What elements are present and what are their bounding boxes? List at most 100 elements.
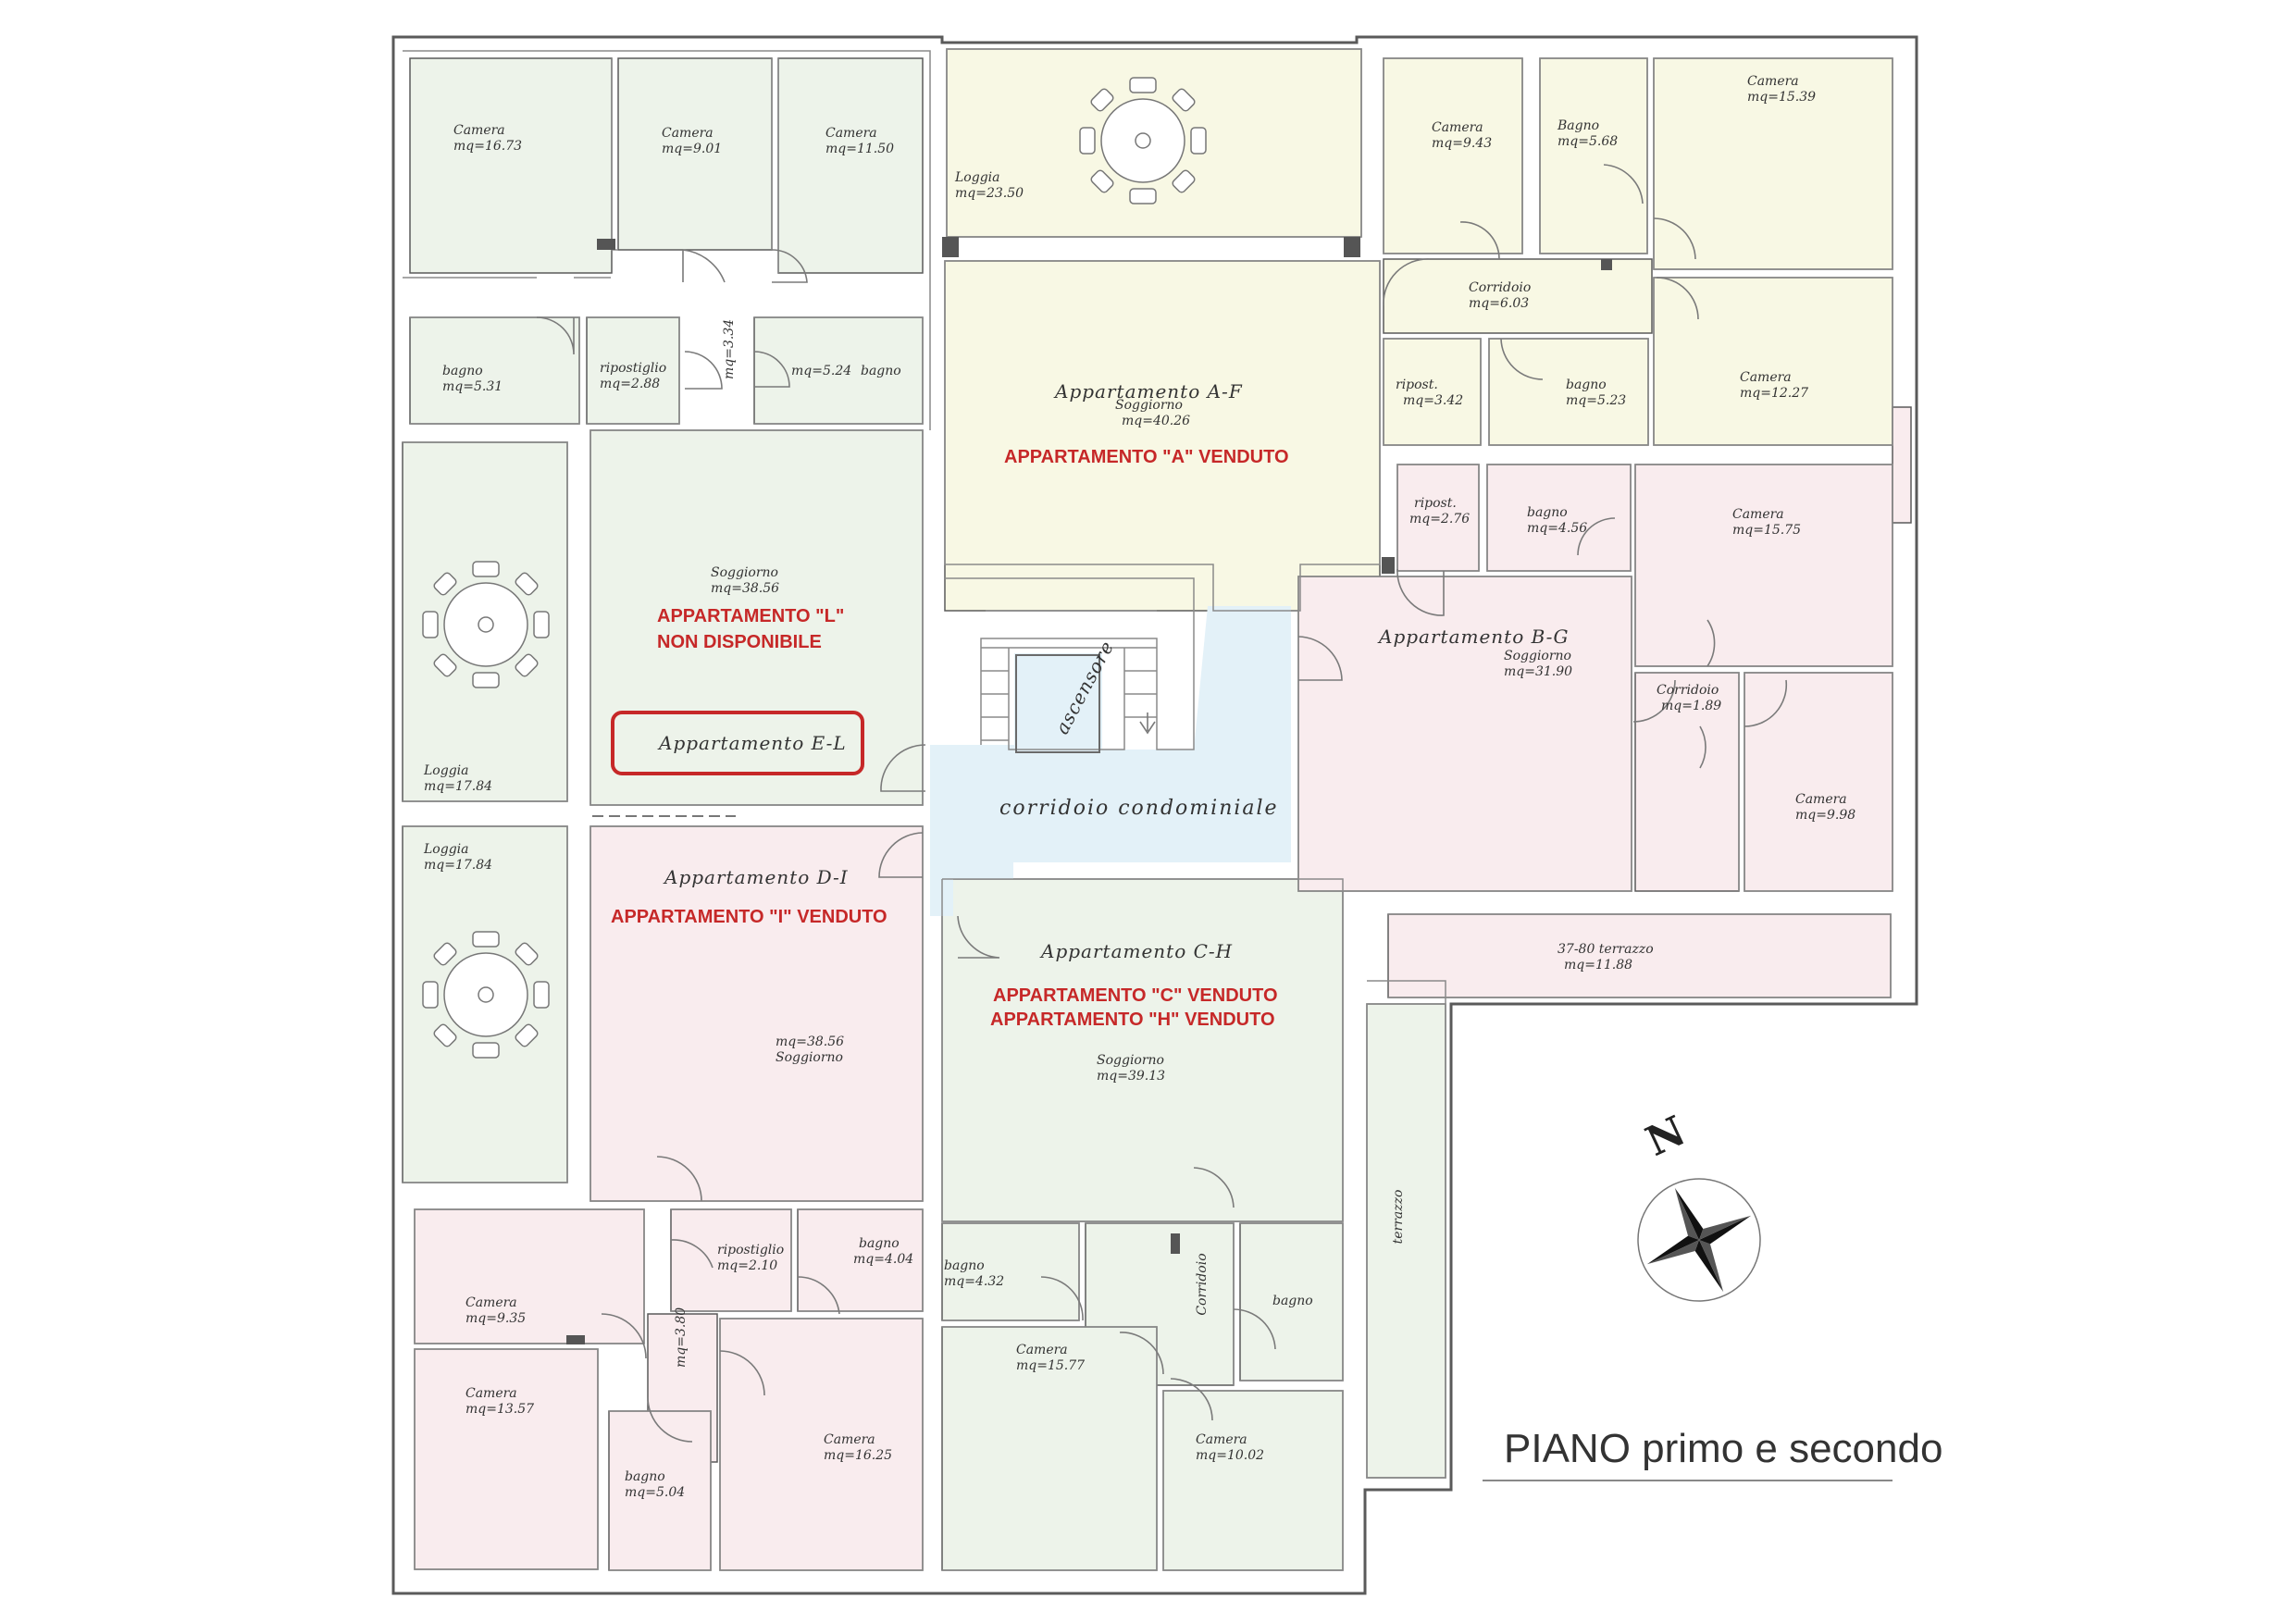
fill-di-camera1	[414, 1208, 645, 1344]
fill-af-camera2	[1653, 57, 1893, 270]
wall-bg	[1297, 464, 1893, 998]
fill-el-camera2	[617, 57, 773, 251]
room-name: Camera	[1432, 120, 1483, 135]
fill-ch-terrazzo	[1366, 1003, 1446, 1479]
wall-stair	[944, 577, 1195, 750]
room-name: Loggia	[954, 170, 999, 185]
room-name: Soggiorno	[1097, 1053, 1164, 1068]
room-name: Camera	[1196, 1432, 1247, 1447]
fill-di-camera3	[719, 1318, 924, 1571]
room-area: mq=3.34	[722, 319, 737, 379]
fill-elevator	[1014, 653, 1102, 755]
door	[1297, 636, 1343, 681]
door	[684, 351, 723, 390]
door	[1577, 517, 1616, 556]
room-area: mq=2.88	[600, 377, 660, 391]
room-fills	[402, 48, 1912, 1571]
room-area: mq=15.77	[1016, 1358, 1085, 1373]
door	[1193, 1167, 1235, 1208]
apartment-di-label: Appartamento D-I	[663, 866, 849, 888]
fill-el-soggiorno	[590, 429, 924, 806]
compass-rose-icon	[1637, 1178, 1761, 1302]
room-name: Soggiorno	[776, 1050, 843, 1065]
fill-ch-camera2	[1162, 1390, 1344, 1571]
apartment-el-label: Appartamento E-L	[657, 732, 847, 754]
door	[1699, 725, 1706, 769]
room-name: ripostiglio	[717, 1243, 784, 1258]
room-area: mq=3.42	[1403, 393, 1463, 408]
room-name: 37-80 terrazzo	[1558, 942, 1654, 957]
room-name: Corridoio	[1469, 280, 1531, 295]
room-area: mq=17.84	[424, 779, 492, 794]
door	[682, 249, 726, 283]
room-area: mq=9.43	[1432, 136, 1492, 151]
door	[656, 1156, 702, 1202]
fill-ch-soggiorno	[941, 878, 1344, 1222]
room-area: mq=5.04	[625, 1485, 685, 1500]
room-name: Camera	[453, 123, 505, 138]
door	[1119, 1332, 1164, 1375]
room-name: Loggia	[423, 842, 468, 857]
room-area: mq=40.26	[1122, 414, 1190, 428]
dining-table-icon	[422, 561, 550, 688]
room-name: Camera	[1747, 74, 1799, 89]
room-area: mq=15.75	[1732, 523, 1801, 538]
room-name: Bagno	[1557, 118, 1599, 133]
fill-af-camera3	[1653, 277, 1893, 446]
room-name: Camera	[1740, 370, 1792, 385]
door	[878, 832, 924, 878]
room-name: Camera	[465, 1295, 517, 1310]
apartment-af-label: Appartamento A-F	[1053, 380, 1243, 403]
fill-el-camera3	[777, 57, 924, 274]
room-area: mq=31.90	[1504, 664, 1572, 679]
fill-af-camera1	[1383, 57, 1523, 254]
fill-di-ripostiglio	[670, 1208, 792, 1312]
room-name: bagno	[859, 1236, 900, 1251]
door	[601, 1313, 647, 1359]
dining-table-icon	[1079, 77, 1207, 204]
room-area: mq=5.24	[791, 364, 851, 378]
door	[1459, 221, 1500, 260]
room-name: Soggiorno	[1115, 398, 1183, 413]
room-area: mq=38.56	[711, 581, 779, 596]
room-area: mq=4.32	[944, 1274, 1004, 1289]
fill-el-camera1	[409, 57, 613, 274]
room-name: ripost.	[1396, 378, 1438, 392]
door	[1396, 568, 1445, 616]
door	[1040, 1276, 1084, 1321]
room-name: bagno	[625, 1469, 665, 1484]
apartment-ch-label: Appartamento C-H	[1039, 940, 1233, 962]
door	[753, 351, 790, 388]
door	[880, 744, 926, 792]
corridor-label: corridoio condominiale	[999, 797, 1279, 820]
room-area: mq=11.50	[825, 142, 894, 156]
door	[1233, 1308, 1276, 1350]
room-area: mq=6.03	[1469, 296, 1529, 311]
fill-di-soggiorno	[590, 825, 924, 1202]
door	[1653, 217, 1696, 260]
tables	[422, 77, 1207, 1059]
room-area: mq=12.27	[1740, 386, 1808, 401]
room-area: mq=16.25	[824, 1448, 892, 1463]
room-name: Corridoio	[1195, 1253, 1210, 1315]
room-area: mq=2.76	[1409, 512, 1470, 527]
apartment-el-status-1: APPARTAMENTO "L"	[657, 606, 844, 626]
room-area: mq=17.84	[424, 858, 492, 873]
door	[1744, 679, 1788, 727]
fill-bg-bagno	[1486, 464, 1632, 572]
room-area: mq=16.73	[453, 139, 522, 154]
fill-ch-bagno2	[1239, 1222, 1344, 1381]
fill-corridor	[930, 606, 1291, 916]
door	[1632, 679, 1676, 723]
fill-af-corridoio	[1383, 258, 1653, 334]
door	[719, 1350, 765, 1396]
room-name: Camera	[662, 126, 714, 141]
room-name: Camera	[465, 1386, 517, 1401]
room-area: mq=1.89	[1661, 699, 1721, 713]
room-area: mq=38.56	[776, 1035, 844, 1049]
room-area: mq=9.98	[1795, 808, 1855, 823]
room-name: bagno	[1272, 1294, 1313, 1308]
wall-ch	[941, 878, 1446, 1571]
room-name: terrazzo	[1391, 1190, 1406, 1245]
fill-el-bagno2	[753, 316, 924, 425]
